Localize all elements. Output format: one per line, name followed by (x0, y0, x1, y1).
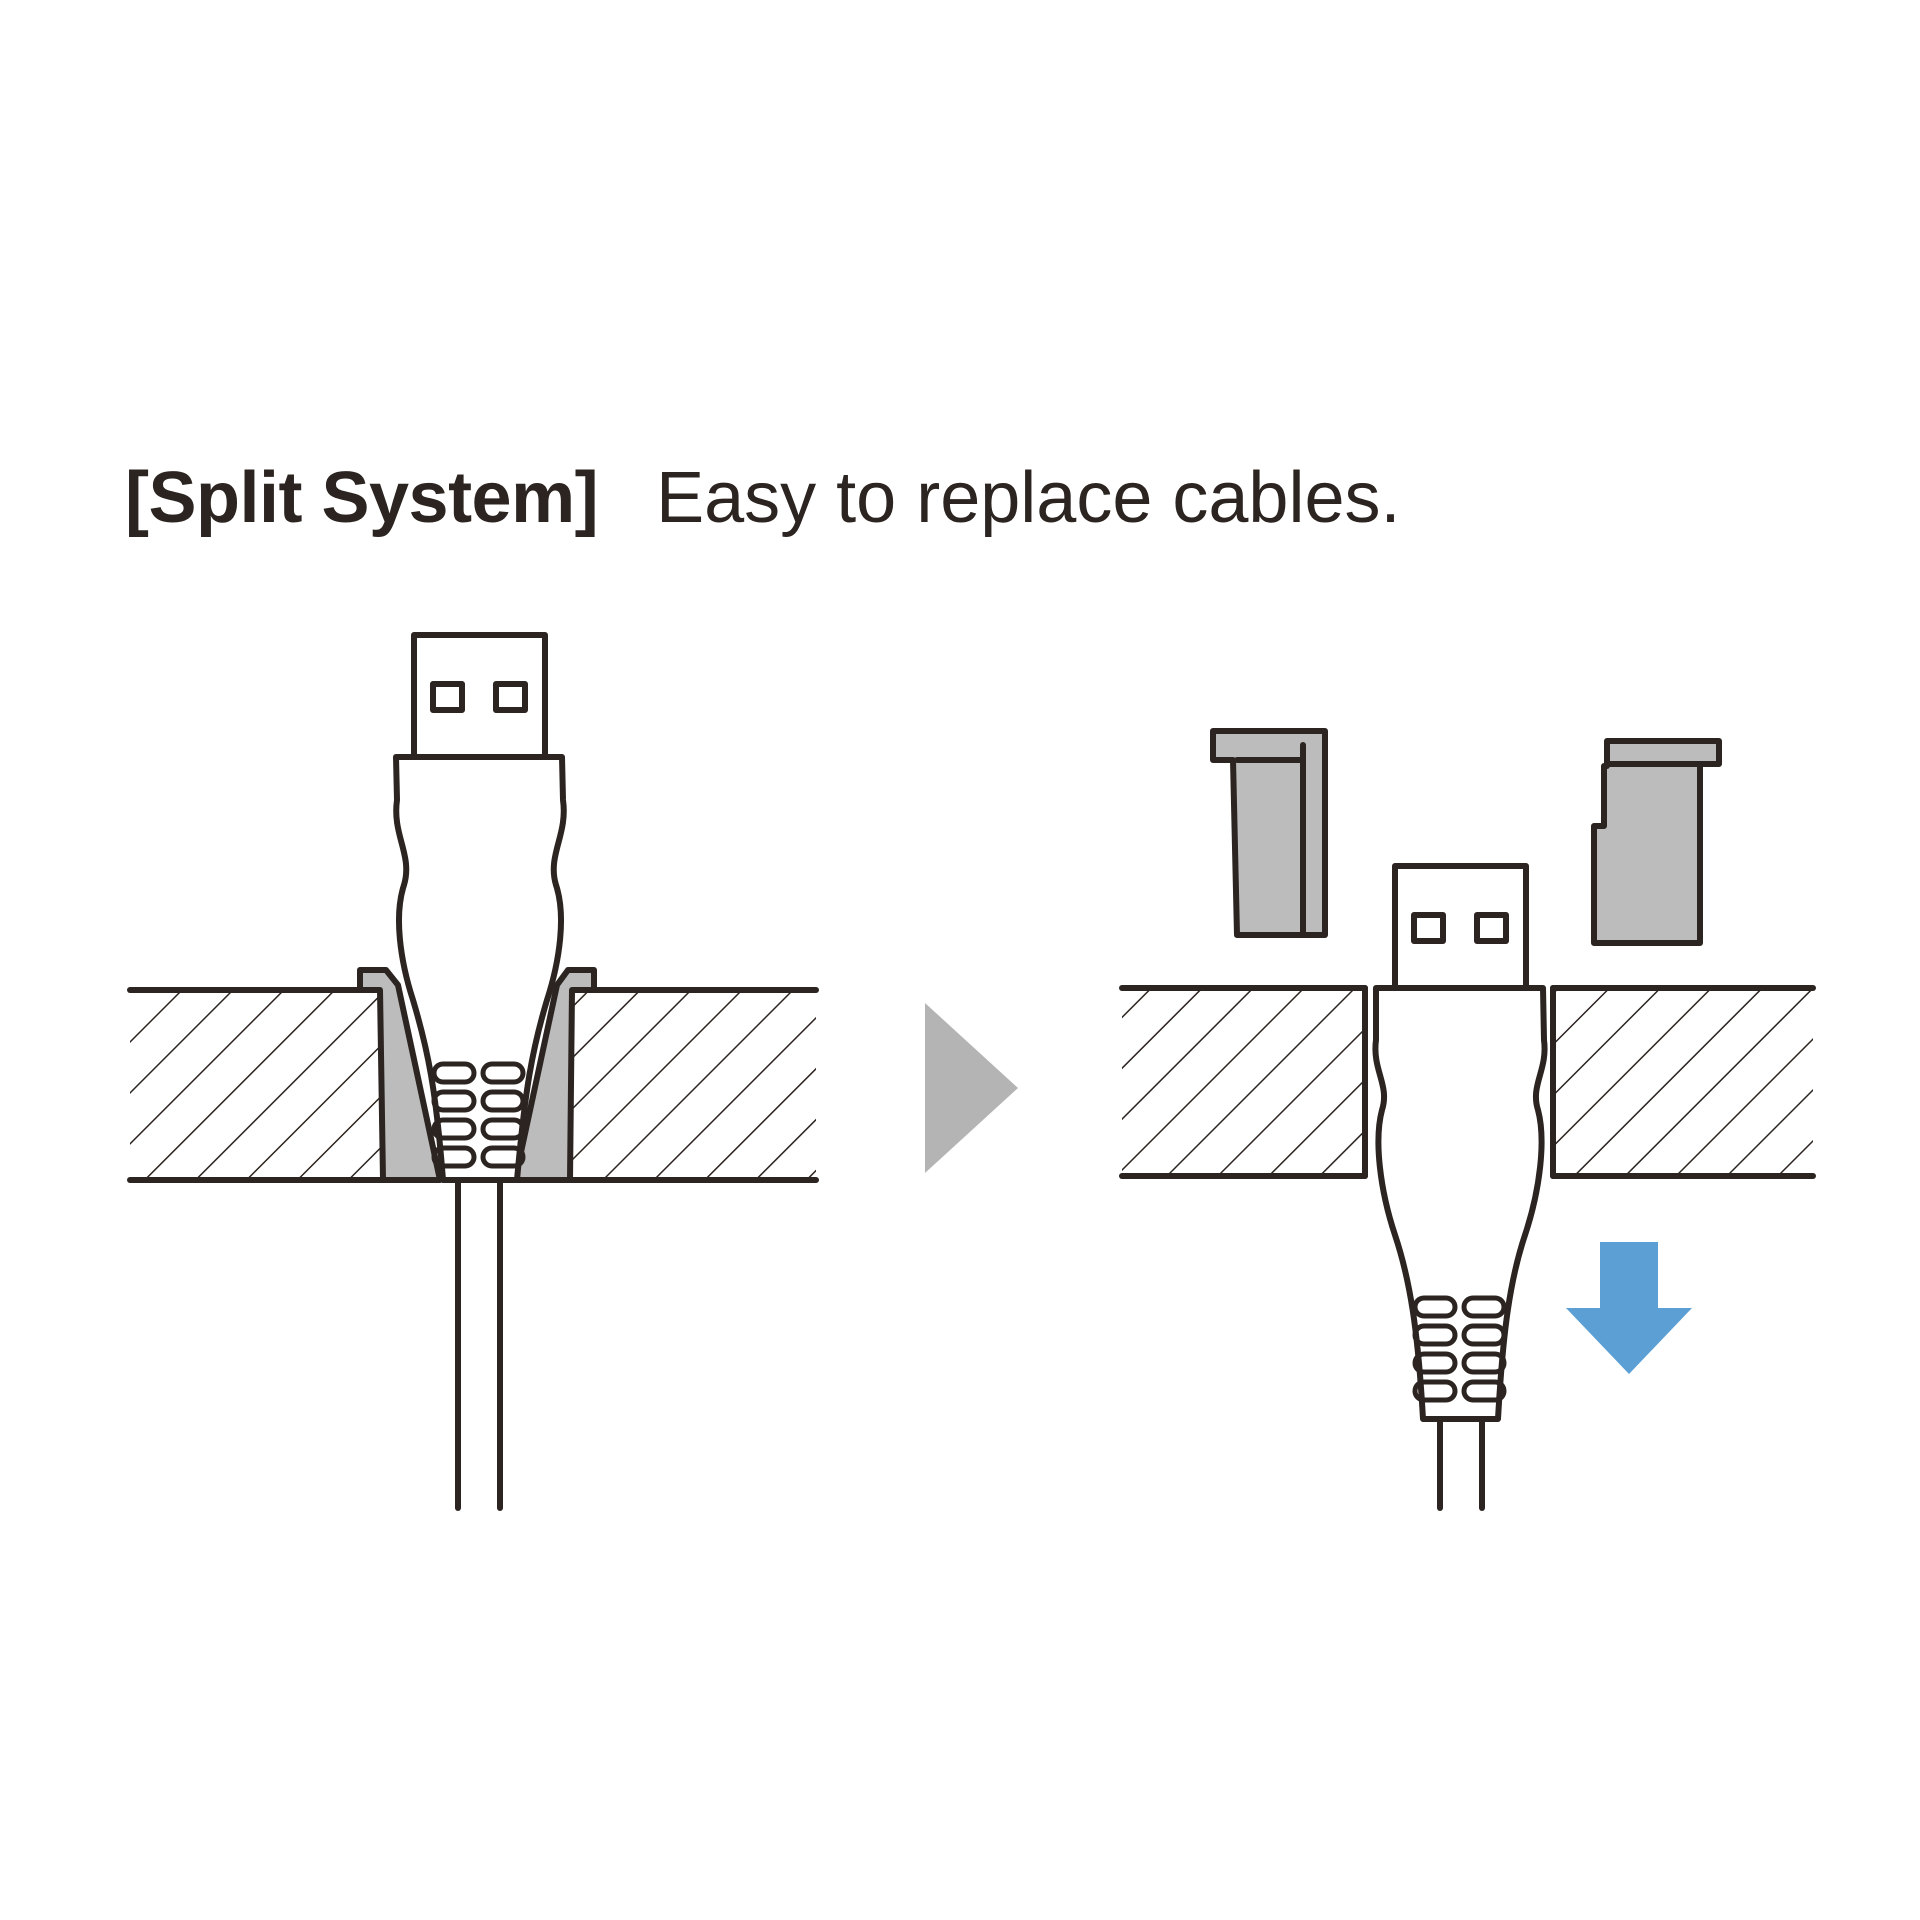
removed-panel (1119, 728, 1816, 1511)
usb-plug-icon (1372, 863, 1548, 1422)
grommet-insert-icon (357, 967, 597, 1183)
pull-down-arrow-icon (1566, 1242, 1692, 1374)
grommet-half-right-icon (1591, 738, 1722, 946)
cable-icon (1437, 1416, 1485, 1511)
usb-plug-icon (393, 632, 567, 1183)
grommet-half-left-icon (1210, 728, 1328, 938)
grip-ridges-icon (1412, 1295, 1507, 1403)
caption-text: Easy to replace cables. (656, 458, 1401, 538)
panel-hatch-icon (1119, 985, 1816, 1179)
panel-hatch-icon (127, 987, 819, 1183)
grip-ridges-icon (431, 1061, 526, 1169)
step-arrow-icon (925, 1003, 1018, 1173)
installed-panel (127, 632, 819, 1511)
caption-heading: [Split System] (125, 458, 599, 538)
cable-icon (455, 1177, 503, 1511)
caption: [Split System]Easy to replace cables. (125, 462, 1401, 534)
